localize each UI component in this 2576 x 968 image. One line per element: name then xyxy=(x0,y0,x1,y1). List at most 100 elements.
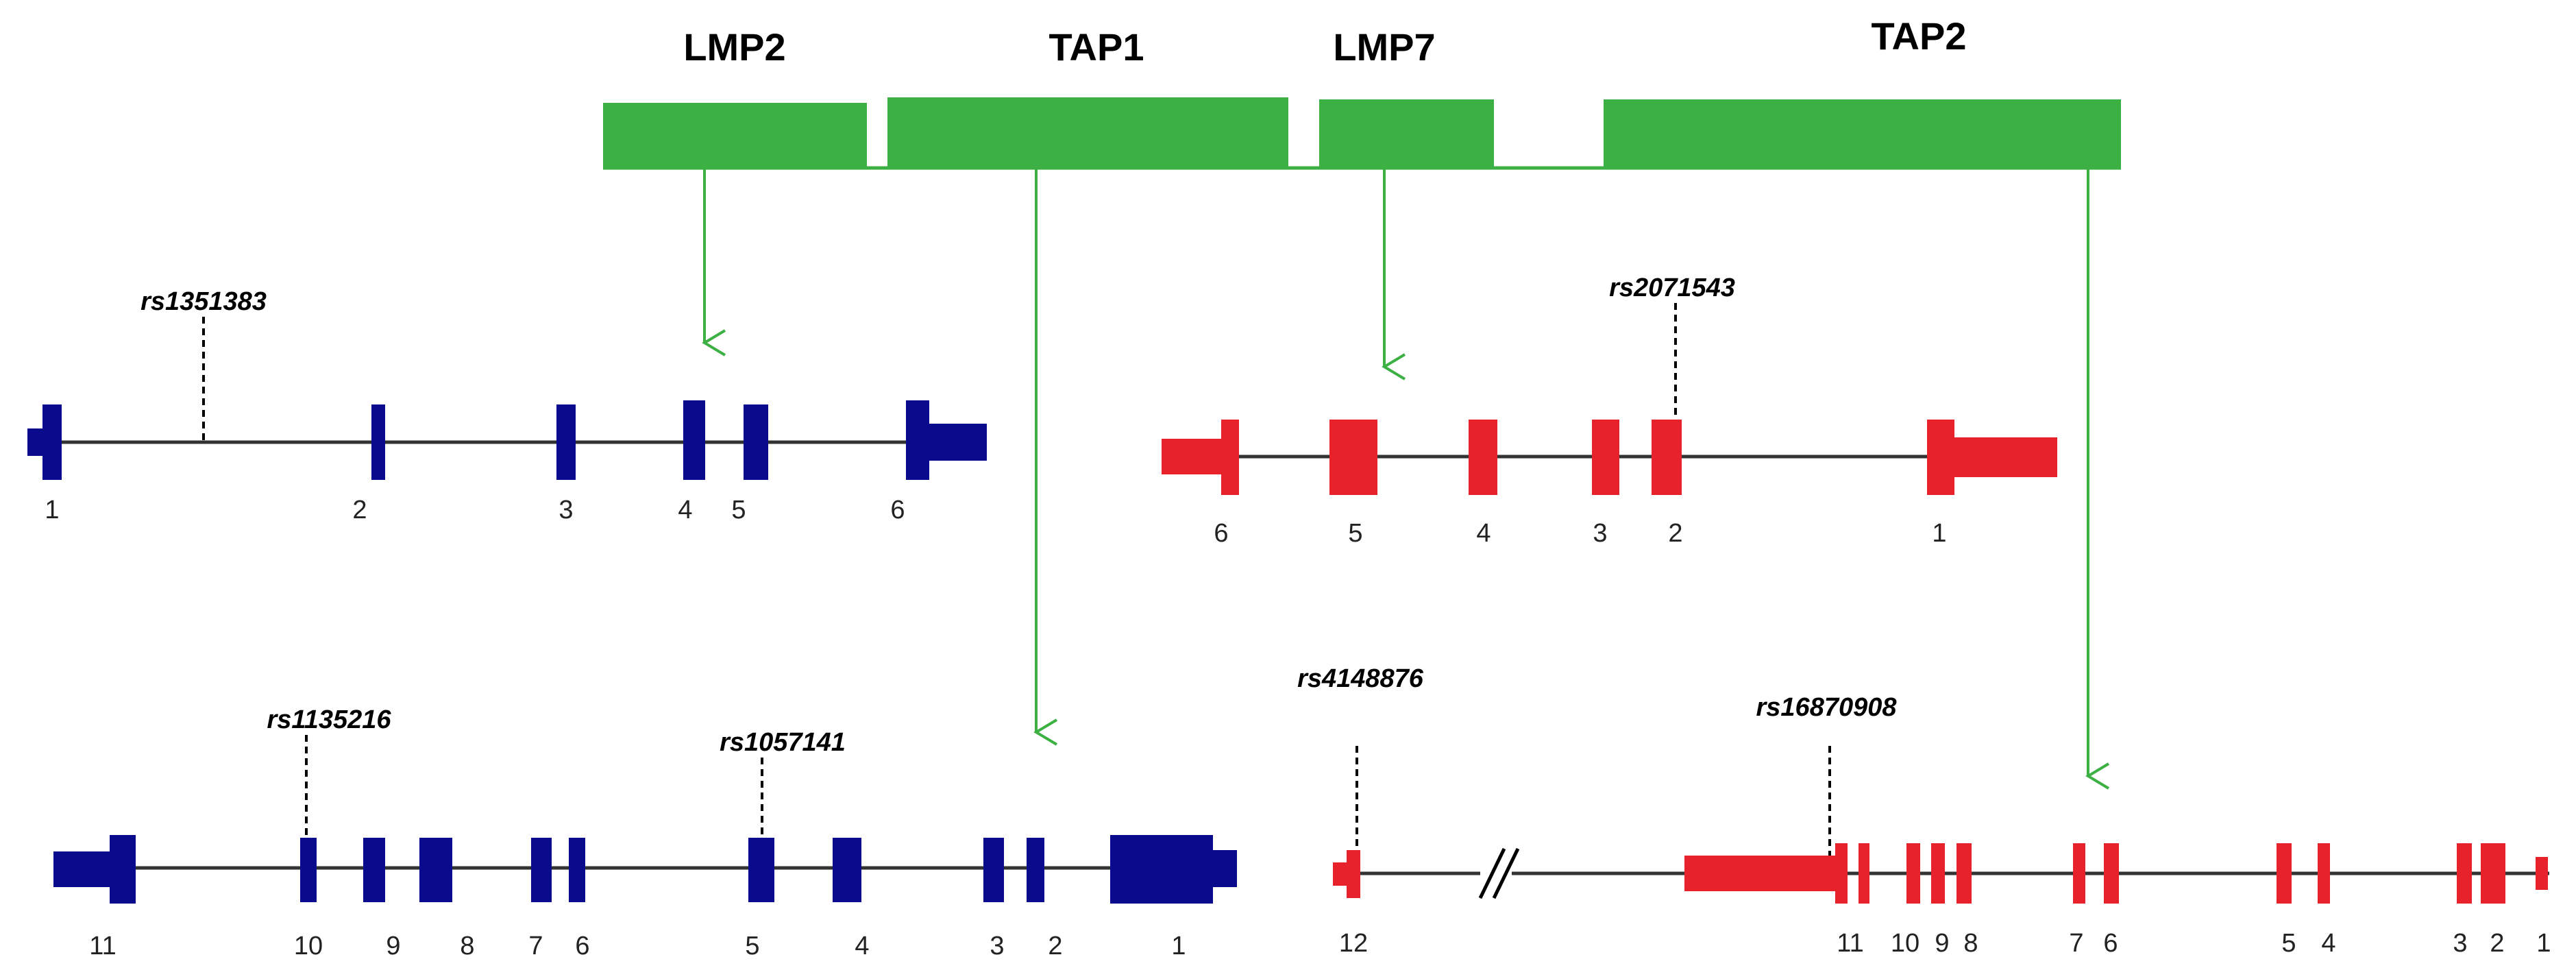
tap1-exon-7 xyxy=(531,838,552,902)
lmp7-exon-label-4: 4 xyxy=(1476,519,1491,548)
tap1-exon-label-7: 7 xyxy=(528,932,543,960)
tap1-exon-label-2: 2 xyxy=(1048,932,1062,960)
tap1-utr-5 xyxy=(1210,850,1237,887)
lmp7-exon-label-3: 3 xyxy=(1593,519,1607,548)
tap1-exon-label-10: 10 xyxy=(294,932,323,960)
tap1-exon-label-6: 6 xyxy=(575,932,589,960)
tap2-exon-label-5: 5 xyxy=(2281,929,2296,958)
tap2-exon-11b xyxy=(1859,843,1869,904)
tap2-exon-9 xyxy=(1931,843,1945,904)
tap1-exon-2 xyxy=(1027,838,1044,902)
lmp7-exon-6 xyxy=(1221,420,1239,495)
lmp2-exon-label-2: 2 xyxy=(352,496,367,524)
lmp7-snp-label: rs2071543 xyxy=(1609,274,1735,302)
tap1-snp-label-1: rs1135216 xyxy=(267,705,391,734)
tap2-region xyxy=(1604,99,2121,168)
tap1-exon-9 xyxy=(363,838,385,902)
lmp2-exon-label-6: 6 xyxy=(890,496,905,524)
lmp2-exon-label-1: 1 xyxy=(45,496,59,524)
tap2-snp-label-1: rs4148876 xyxy=(1297,664,1424,693)
tap2-exon-6 xyxy=(2104,843,2119,904)
lmp7-gene-structure: rs2071543 6 5 4 3 2 1 xyxy=(1162,274,2057,548)
tap1-exon-11 xyxy=(110,835,136,904)
lmp2-exon-1 xyxy=(42,404,62,480)
lmp2-exon-4 xyxy=(683,400,705,480)
tap2-exon-label-11: 11 xyxy=(1837,929,1863,958)
tap2-exon-label-1: 1 xyxy=(2536,929,2551,958)
tap2-exon-8 xyxy=(1956,843,1972,904)
lmp7-exon-5 xyxy=(1329,420,1377,495)
lmp2-exon-label-3: 3 xyxy=(559,496,573,524)
lmp7-exon-label-6: 6 xyxy=(1214,519,1228,548)
tap2-exon-label-6: 6 xyxy=(2103,929,2118,958)
tap2-exon-1 xyxy=(2536,857,2548,890)
tap2-gene-structure: rs4148876 rs16870908 12 11 10 9 8 7 6 5 … xyxy=(1297,664,2551,958)
lmp2-exon-6 xyxy=(906,400,929,480)
tap1-exon-label-11: 11 xyxy=(89,932,116,960)
lmp2-label: LMP2 xyxy=(683,25,785,69)
lmp2-exon-2 xyxy=(371,404,385,480)
tap1-utr-3 xyxy=(53,851,115,887)
tap1-exon-label-3: 3 xyxy=(990,932,1004,960)
tap2-exon-label-8: 8 xyxy=(1963,929,1978,958)
tap2-label: TAP2 xyxy=(1872,14,1967,58)
tap1-exon-label-4: 4 xyxy=(855,932,869,960)
tap1-exon-6 xyxy=(569,838,585,902)
tap1-label: TAP1 xyxy=(1049,25,1144,69)
tap2-exon-12 xyxy=(1347,850,1360,898)
lmp7-exon-4 xyxy=(1469,420,1497,495)
tap2-intron-break xyxy=(1478,847,1520,899)
tap2-exon-label-10: 10 xyxy=(1891,929,1919,958)
tap1-exon-1 xyxy=(1110,835,1213,904)
tap1-region xyxy=(887,97,1288,168)
tap2-exon-label-7: 7 xyxy=(2069,929,2083,958)
tap2-exon-4 xyxy=(2318,843,2330,904)
lmp2-exon-3 xyxy=(556,404,576,480)
tap2-exon-7 xyxy=(2073,843,2085,904)
tap2-exon-label-4: 4 xyxy=(2321,929,2335,958)
lmp7-label: LMP7 xyxy=(1333,25,1435,69)
tap2-exon-label-3: 3 xyxy=(2453,929,2467,958)
tap1-exon-label-1: 1 xyxy=(1171,932,1186,960)
lmp7-exon-label-5: 5 xyxy=(1348,519,1362,548)
tap2-exon-label-2: 2 xyxy=(2490,929,2504,958)
lmp2-utr-3 xyxy=(927,424,987,461)
tap2-exon-3 xyxy=(2457,843,2472,904)
tap1-exon-4 xyxy=(833,838,861,902)
tap1-exon-label-9: 9 xyxy=(386,932,400,960)
lmp7-region xyxy=(1319,99,1494,168)
lmp2-exon-label-4: 4 xyxy=(678,496,692,524)
tap2-exon-label-9: 9 xyxy=(1935,929,1949,958)
mapping-arrows xyxy=(702,168,2110,790)
tap2-exon-2 xyxy=(2481,843,2505,904)
tap1-exon-label-5: 5 xyxy=(745,932,759,960)
lmp2-exon-label-5: 5 xyxy=(731,496,746,524)
tap2-exon-5 xyxy=(2277,843,2292,904)
tap1-exon-5 xyxy=(748,838,774,902)
lmp2-exon-5 xyxy=(744,404,768,480)
lmp7-utr-5 xyxy=(1952,437,2057,477)
lmp7-exon-label-2: 2 xyxy=(1668,519,1682,548)
tap1-exon-10 xyxy=(300,838,317,902)
tap1-exon-label-8: 8 xyxy=(460,932,474,960)
lmp7-exon-3 xyxy=(1592,420,1619,495)
lmp7-exon-1 xyxy=(1927,420,1954,495)
tap2-exon-label-12: 12 xyxy=(1339,929,1368,958)
locus-map: LMP2 TAP1 LMP7 TAP2 xyxy=(603,14,2121,170)
tap1-gene-structure: rs1135216 rs1057141 11 10 9 8 7 6 5 4 3 … xyxy=(53,705,1237,960)
tap2-exon-10 xyxy=(1906,843,1920,904)
tap2-exon-11 xyxy=(1835,843,1848,904)
tap1-snp-label-2: rs1057141 xyxy=(720,728,846,757)
lmp2-snp-label: rs1351383 xyxy=(140,287,267,316)
tap2-exon-11-large xyxy=(1684,856,1841,891)
tap2-snp-label-2: rs16870908 xyxy=(1756,693,1898,722)
tap1-exon-8 xyxy=(419,838,452,902)
tap1-exon-3 xyxy=(983,838,1004,902)
lmp7-utr-3 xyxy=(1162,439,1223,474)
lmp2-gene-structure: rs1351383 1 2 3 4 5 6 xyxy=(27,287,987,524)
lmp2-region xyxy=(603,103,867,168)
lmp7-exon-label-1: 1 xyxy=(1932,519,1946,548)
lmp7-exon-2 xyxy=(1652,420,1682,495)
